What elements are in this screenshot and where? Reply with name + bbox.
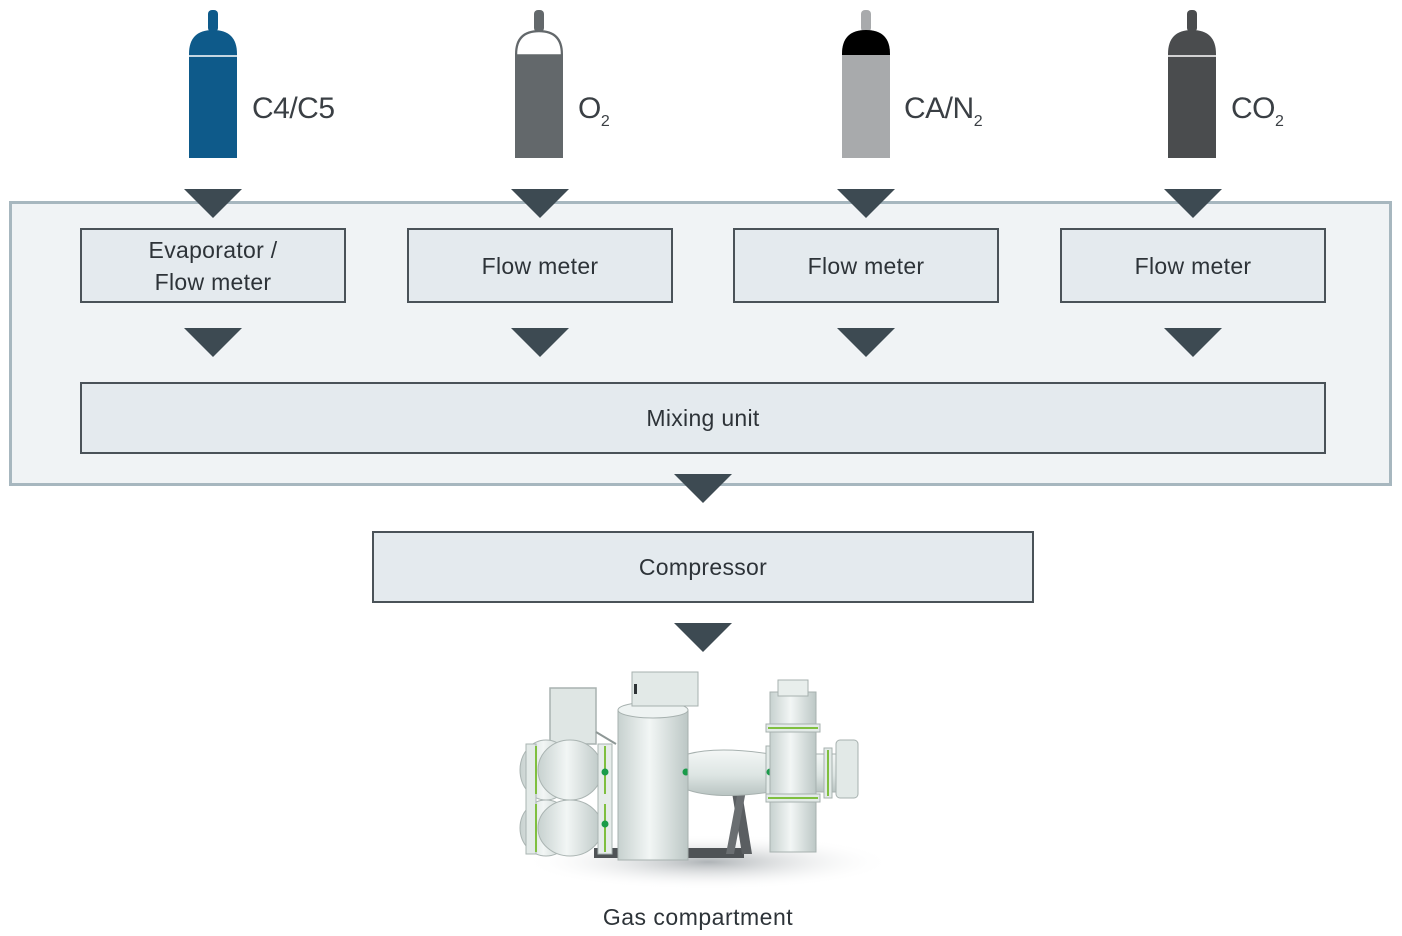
cylinder-label-co2-main: CO <box>1231 92 1276 125</box>
cylinder-co2-icon <box>1168 10 1216 158</box>
arrow-down-icon <box>511 189 569 218</box>
evaporator-flow-meter-box: Evaporator / Flow meter <box>80 228 346 303</box>
arrow-down-icon <box>511 328 569 357</box>
gas-compartment-illustration <box>519 671 893 890</box>
cylinder-label-c4c5-main: C4/C5 <box>252 92 335 125</box>
arrow-down-icon <box>674 623 732 652</box>
cylinder-ca-n2-icon <box>842 10 890 158</box>
arrow-down-icon <box>837 189 895 218</box>
mixing-unit-box: Mixing unit <box>80 382 1326 454</box>
cylinder-c4c5-icon <box>189 10 237 158</box>
flow-meter-box-co2: Flow meter <box>1060 228 1326 303</box>
arrow-down-icon <box>674 474 732 503</box>
mixing-unit-label: Mixing unit <box>646 405 760 431</box>
arrow-down-icon <box>184 328 242 357</box>
compressor-label: Compressor <box>638 554 768 580</box>
arrow-down-icon <box>184 189 242 218</box>
evaporator-label-line1: Evaporator / <box>148 236 278 263</box>
cylinder-label-o2-sub: 2 <box>600 113 610 130</box>
cylinder-label-o2-main: O <box>578 92 601 125</box>
arrow-down-icon <box>1164 328 1222 357</box>
flow-meter-box-o2: Flow meter <box>407 228 673 303</box>
arrow-down-icon <box>837 328 895 357</box>
cylinder-o2-icon <box>515 10 563 158</box>
cylinder-label-c4c5: C4/C5 <box>252 92 335 126</box>
flow-meter-label: Flow meter <box>481 252 599 279</box>
flow-meter-label: Flow meter <box>1134 252 1252 279</box>
cylinder-label-co2-sub: 2 <box>1275 113 1284 130</box>
cylinder-label-ca-n2-sub: 2 <box>973 113 983 130</box>
compressor-box: Compressor <box>372 531 1034 603</box>
cylinder-label-ca-n2: CA/N2 <box>904 92 983 131</box>
gas-compartment-caption: Gas compartment <box>602 904 794 930</box>
flow-meter-box-ca-n2: Flow meter <box>733 228 999 303</box>
evaporator-label-line2: Flow meter <box>154 268 272 295</box>
arrow-down-icon <box>1164 189 1222 218</box>
flow-meter-label: Flow meter <box>807 252 925 279</box>
cylinder-label-ca-n2-main: CA/N <box>904 92 974 125</box>
cylinder-label-co2: CO2 <box>1231 92 1284 131</box>
cylinder-label-o2: O2 <box>578 92 610 131</box>
